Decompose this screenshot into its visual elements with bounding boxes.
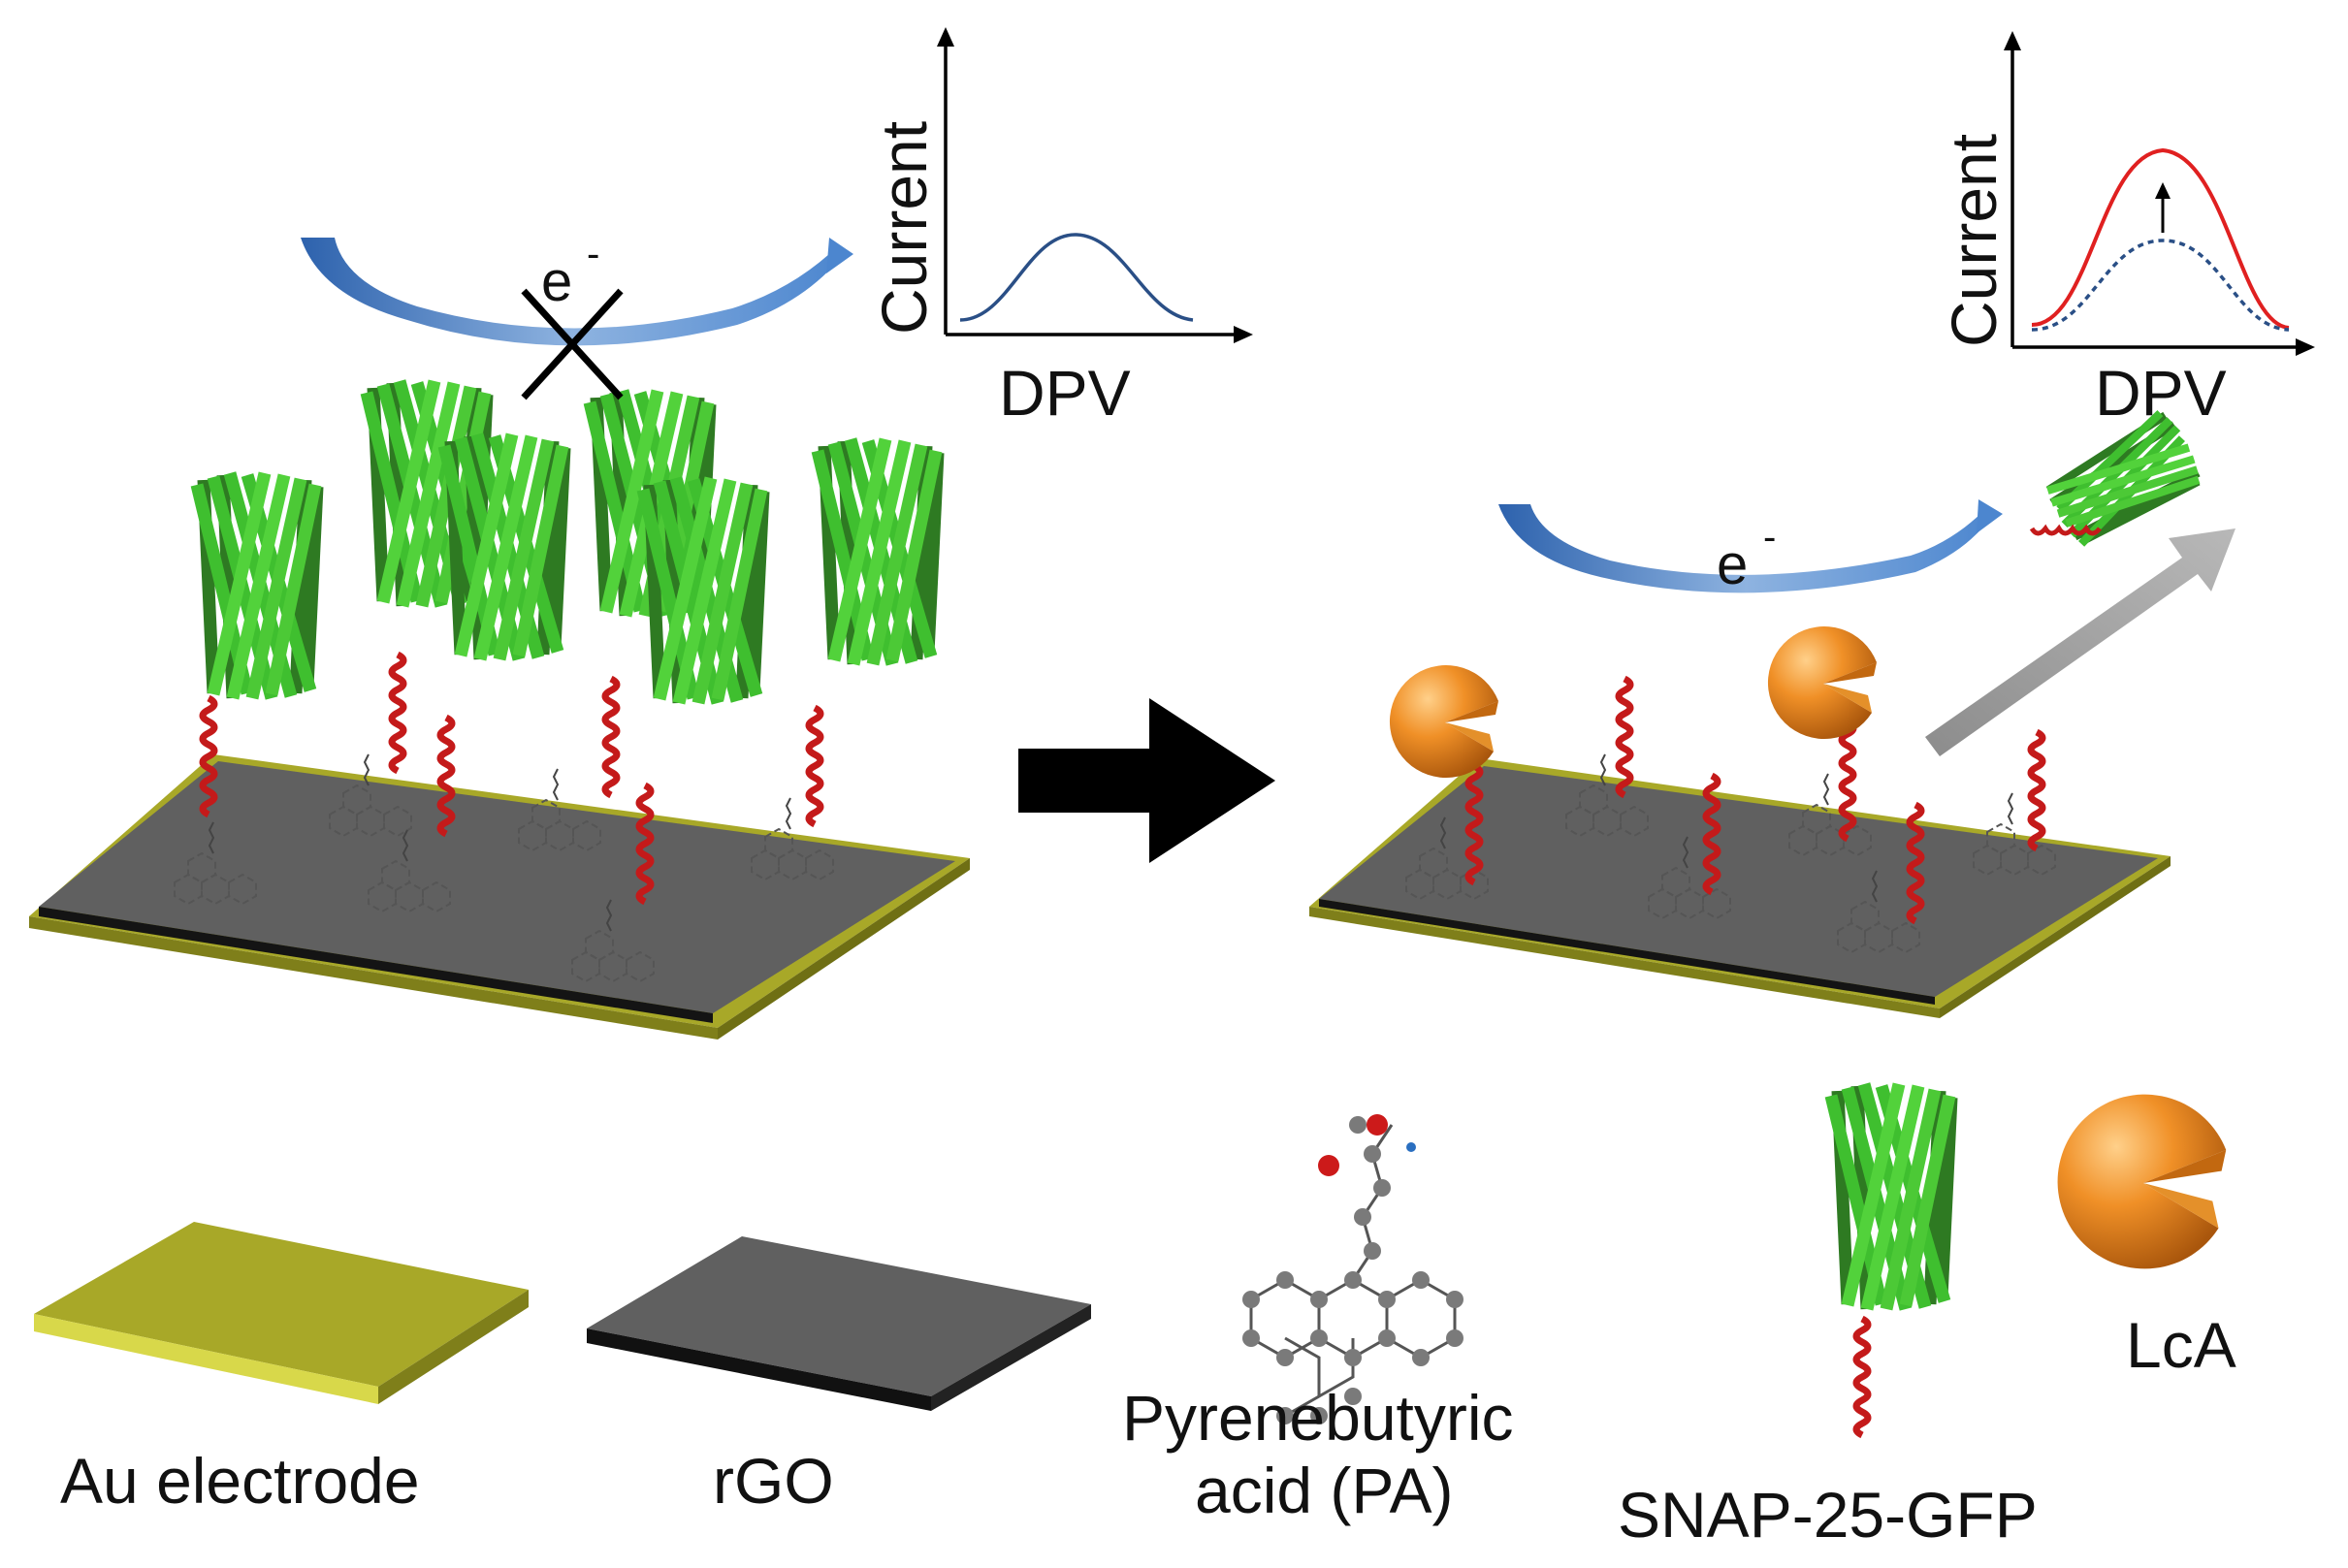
legend-rgo-sheet [587, 1236, 1091, 1411]
process-arrow [1018, 698, 1275, 863]
left-electron-superscript: - [587, 233, 599, 275]
legend-pa-label-line1: Pyrenebutyric [1122, 1382, 1514, 1454]
right-electron-superscript: - [1763, 516, 1776, 559]
right-y-axis-label: Current [1938, 134, 2010, 347]
right-electrode [1309, 758, 2171, 1018]
legend-snap-label: SNAP-25-GFP [1618, 1479, 2038, 1551]
legend-lca-enzyme [2057, 1094, 2227, 1269]
left-electron-label: e [541, 250, 572, 313]
right-x-axis-label: DPV [2095, 357, 2227, 429]
released-helix [2029, 524, 2102, 536]
right-electron-label: e [1717, 533, 1748, 596]
released-gfp [2041, 409, 2206, 550]
left-gfp-barrels [197, 381, 938, 703]
legend-rgo-label: rGO [713, 1445, 834, 1517]
left-y-axis-label: Current [868, 121, 940, 335]
left-electrode [29, 754, 970, 1040]
right-electron-arc [1498, 499, 2003, 593]
legend-au-electrode [34, 1222, 529, 1404]
right-dpv-plot [2004, 31, 2315, 356]
legend-au-label: Au electrode [60, 1445, 420, 1517]
left-x-axis-label: DPV [999, 357, 1131, 429]
left-dpv-plot [937, 27, 1253, 343]
release-arrow [1925, 528, 2235, 756]
legend-snap25-gfp [1831, 1084, 1951, 1435]
left-electron-arc [301, 238, 853, 346]
block-x-icon [521, 288, 624, 400]
legend-lca-label: LcA [2126, 1309, 2236, 1381]
legend-pyrenebutyric-acid [1242, 1114, 1463, 1424]
legend-pa-label-line2: acid (PA) [1195, 1455, 1454, 1526]
